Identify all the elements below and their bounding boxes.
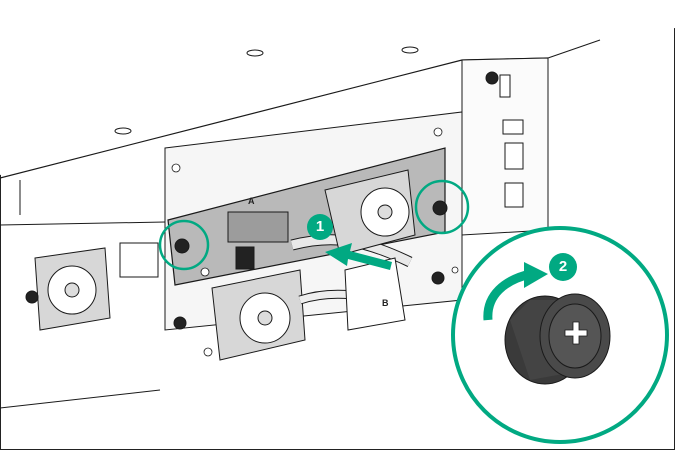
usb-port [502,119,524,135]
highlight-circle-right [414,179,470,235]
module-b [344,257,406,331]
step-number-1: 1 [315,218,325,235]
highlight-circle-left [158,219,210,271]
step-number-2: 2 [558,258,568,275]
thumbscrew-icon [25,71,499,330]
step-badge-2 [549,253,577,281]
rotate-clockwise-arrow-icon [483,269,532,321]
bracket [499,74,511,98]
module-label-plate [235,246,255,270]
thumbscrew-zoomed [504,293,611,385]
insert-arrow-icon [325,243,392,270]
fan-icon [257,310,273,326]
fan-icon [64,282,80,298]
step-badge-1 [307,214,333,240]
ethernet-port-1 [504,142,524,170]
module-connector [227,211,289,243]
power-supply-left [34,242,159,331]
ethernet-port-2 [504,182,524,208]
power-supply-upper [324,169,416,256]
port-label-b: B [382,298,389,308]
power-supply-lower [211,269,386,361]
phillips-head-icon [564,321,588,345]
power-socket-icon [119,242,159,278]
top-mount-hole [114,46,419,135]
port-label-a: A [248,196,255,206]
fan-icon [377,204,393,220]
